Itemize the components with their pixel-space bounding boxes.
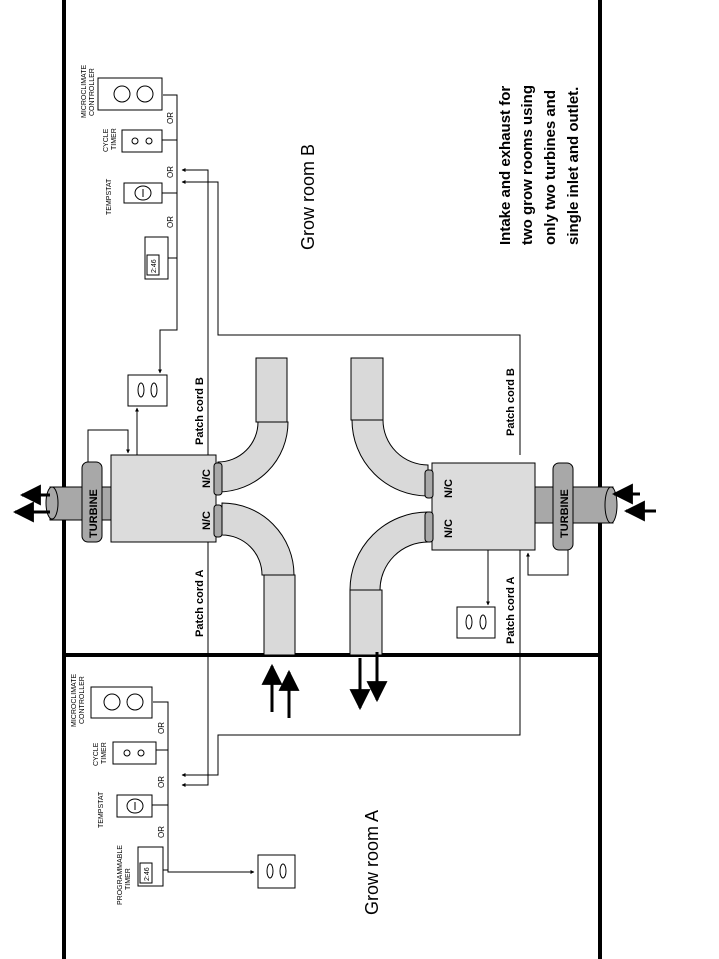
or-label: OR bbox=[166, 166, 175, 178]
microclimate-controller[interactable] bbox=[97, 77, 163, 111]
cycle-timer-label-2: TIMER bbox=[101, 742, 108, 764]
programmable-timer[interactable]: 2:46 bbox=[144, 236, 169, 280]
diagram-title: Intake and exhaust for two grow rooms us… bbox=[497, 85, 582, 245]
microclimate-label-2: CONTROLLER bbox=[79, 676, 86, 724]
cycle-timer-label: CYCLE bbox=[103, 128, 110, 152]
turbine-label: TURBINE bbox=[88, 489, 100, 538]
or-label: OR bbox=[166, 112, 175, 124]
port-label: N/C bbox=[201, 469, 213, 488]
turbine-label: TURBINE bbox=[559, 489, 571, 538]
duct-elbow bbox=[351, 419, 429, 497]
turbine-housing bbox=[110, 454, 217, 543]
room-a-side-outlet bbox=[456, 606, 496, 639]
title-line-3: only two turbines and bbox=[542, 90, 559, 245]
patch-cord-b-label-room-a: Patch cord B bbox=[505, 368, 517, 436]
duct-elbow bbox=[217, 421, 289, 493]
programmable-timer-label: PROGRAMMABLE bbox=[117, 845, 124, 905]
duct-elbow bbox=[221, 502, 295, 576]
tempstat[interactable] bbox=[123, 182, 163, 204]
timer-display: 2:46 bbox=[151, 259, 158, 273]
duct bbox=[255, 357, 288, 423]
title-line-4: single inlet and outlet. bbox=[565, 87, 582, 245]
microclimate-label-2: CONTROLLER bbox=[89, 68, 96, 116]
tempstat-label: TEMPSTAT bbox=[106, 178, 113, 215]
room-b-controls: MICROCLIMATE CONTROLLER CYCLE TIMER TEMP… bbox=[81, 65, 178, 462]
patch-cord-a-label-room-a: Patch cord A bbox=[505, 577, 517, 644]
turbine-b-assembly: TURBINE N/C N/C bbox=[12, 357, 296, 656]
room-a-controls: MICROCLIMATE CONTROLLER CYCLE TIMER TEMP… bbox=[71, 674, 296, 905]
title-line-1: Intake and exhaust for bbox=[497, 86, 514, 245]
patch-cord-b-label-room-b: Patch cord B bbox=[194, 377, 206, 445]
room-b-outlet bbox=[127, 374, 168, 407]
or-label: OR bbox=[166, 216, 175, 228]
duct bbox=[350, 357, 384, 421]
tempstat-label: TEMPSTAT bbox=[98, 791, 105, 828]
tempstat[interactable] bbox=[116, 794, 153, 818]
turbine-housing bbox=[431, 462, 536, 551]
microclimate-label: MICROCLIMATE bbox=[71, 674, 78, 727]
or-label: OR bbox=[157, 776, 166, 788]
or-label: OR bbox=[157, 826, 166, 838]
port-label: N/C bbox=[443, 479, 455, 498]
room-b-label: Grow room B bbox=[298, 144, 318, 250]
cycle-timer[interactable] bbox=[112, 741, 157, 765]
cycle-timer-label-2: TIMER bbox=[111, 128, 118, 150]
duct bbox=[263, 574, 296, 656]
title-line-2: two grow rooms using bbox=[519, 85, 536, 245]
microclimate-label: MICROCLIMATE bbox=[81, 65, 88, 118]
cycle-timer-label: CYCLE bbox=[93, 742, 100, 766]
turbine-a-assembly: TURBINE N/C N/C bbox=[349, 357, 656, 656]
programmable-timer[interactable]: 2:46 bbox=[137, 846, 164, 887]
duct bbox=[349, 589, 383, 656]
room-a-outlet bbox=[257, 854, 296, 889]
microclimate-controller[interactable] bbox=[90, 686, 153, 719]
patch-cord-a-label-room-b: Patch cord A bbox=[194, 570, 206, 637]
port-label: N/C bbox=[201, 511, 213, 530]
timer-display: 2:46 bbox=[144, 867, 151, 881]
cycle-timer[interactable] bbox=[121, 129, 163, 153]
programmable-timer-label-2: TIMER bbox=[125, 868, 132, 890]
room-a-label: Grow room A bbox=[362, 810, 382, 915]
port-label: N/C bbox=[443, 519, 455, 538]
patch-cord-wiring bbox=[181, 168, 521, 787]
duct-elbow bbox=[349, 511, 429, 591]
or-label: OR bbox=[157, 722, 166, 734]
